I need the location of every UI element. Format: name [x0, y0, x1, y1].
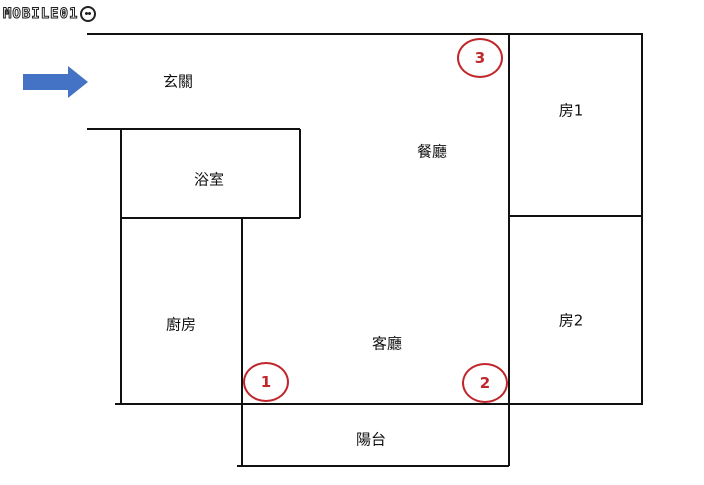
logo-face-icon	[80, 6, 97, 22]
room-label-entrance: 玄關	[162, 72, 194, 91]
mobile01-logo: MOBILE01	[2, 3, 97, 25]
room-label-dining: 餐廳	[416, 142, 448, 161]
room-label-room2: 房2	[558, 311, 584, 330]
room-label-living: 客廳	[371, 334, 403, 353]
walls	[87, 33, 643, 467]
arrow-right-icon	[23, 66, 88, 98]
logo-text: MOBILE01	[2, 6, 79, 23]
room-label-room1: 房1	[558, 101, 584, 120]
marker-3: 3	[457, 38, 503, 78]
room-label-balcony: 陽台	[355, 430, 387, 449]
marker-2: 2	[462, 363, 508, 403]
marker-1: 1	[243, 362, 289, 402]
room-label-kitchen: 廚房	[165, 315, 197, 334]
room-label-bathroom: 浴室	[193, 170, 225, 189]
